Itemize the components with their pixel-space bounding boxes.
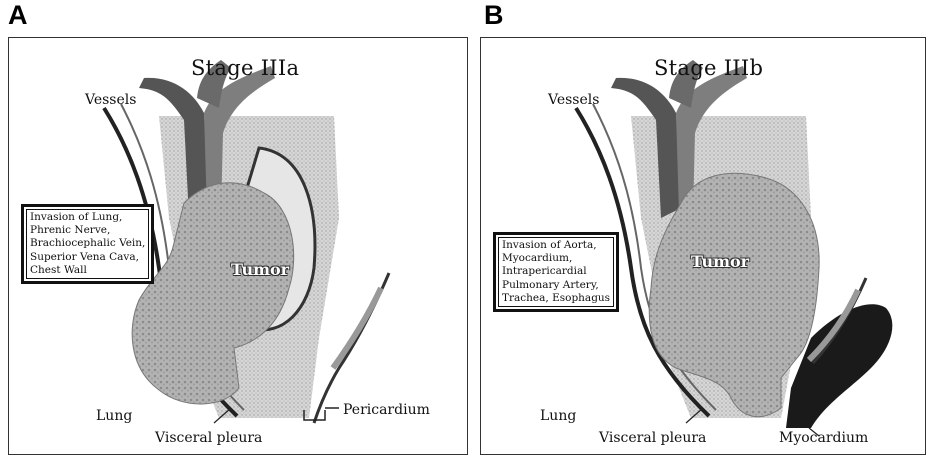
stage-title-b: Stage IIIb bbox=[654, 56, 763, 80]
label-vessels-b: Vessels bbox=[548, 92, 599, 108]
label-visceral-pleura-a: Visceral pleura bbox=[155, 430, 262, 446]
panel-a-letter: A bbox=[8, 0, 28, 31]
panel-a: Stage IIIa Vessels Tumor Lung Visceral p… bbox=[8, 37, 468, 455]
invasion-line: Brachiocephalic Vein, bbox=[30, 237, 145, 250]
invasion-line: Superior Vena Cava, bbox=[30, 251, 145, 264]
invasion-line: Pulmonary Artery, bbox=[502, 279, 610, 292]
label-myocardium-b: Myocardium bbox=[779, 430, 868, 446]
invasion-box-b: Invasion of Aorta, Myocardium, Intraperi… bbox=[493, 232, 619, 312]
invasion-line: Phrenic Nerve, bbox=[30, 224, 145, 237]
label-visceral-pleura-b: Visceral pleura bbox=[599, 430, 706, 446]
stage-title-a: Stage IIIa bbox=[191, 56, 299, 80]
label-lung-a: Lung bbox=[96, 408, 132, 424]
invasion-line: Invasion of Aorta, bbox=[502, 239, 610, 252]
invasion-line: Invasion of Lung, bbox=[30, 211, 145, 224]
invasion-line: Intrapericardial bbox=[502, 265, 610, 278]
pericardium-right-inner bbox=[333, 288, 381, 368]
label-vessels-a: Vessels bbox=[85, 92, 136, 108]
panel-b: Stage IIIb Vessels Tumor Lung Visceral p… bbox=[480, 37, 926, 455]
invasion-line: Myocardium, bbox=[502, 252, 610, 265]
invasion-box-a: Invasion of Lung, Phrenic Nerve, Brachio… bbox=[21, 204, 154, 284]
invasion-line: Trachea, Esophagus bbox=[502, 292, 610, 305]
invasion-line: Chest Wall bbox=[30, 264, 145, 277]
label-tumor-a: Tumor bbox=[231, 260, 289, 279]
label-tumor-b: Tumor bbox=[691, 252, 749, 271]
label-lung-b: Lung bbox=[540, 408, 576, 424]
panel-b-letter: B bbox=[484, 0, 504, 31]
label-pericardium-a: Pericardium bbox=[343, 402, 430, 418]
